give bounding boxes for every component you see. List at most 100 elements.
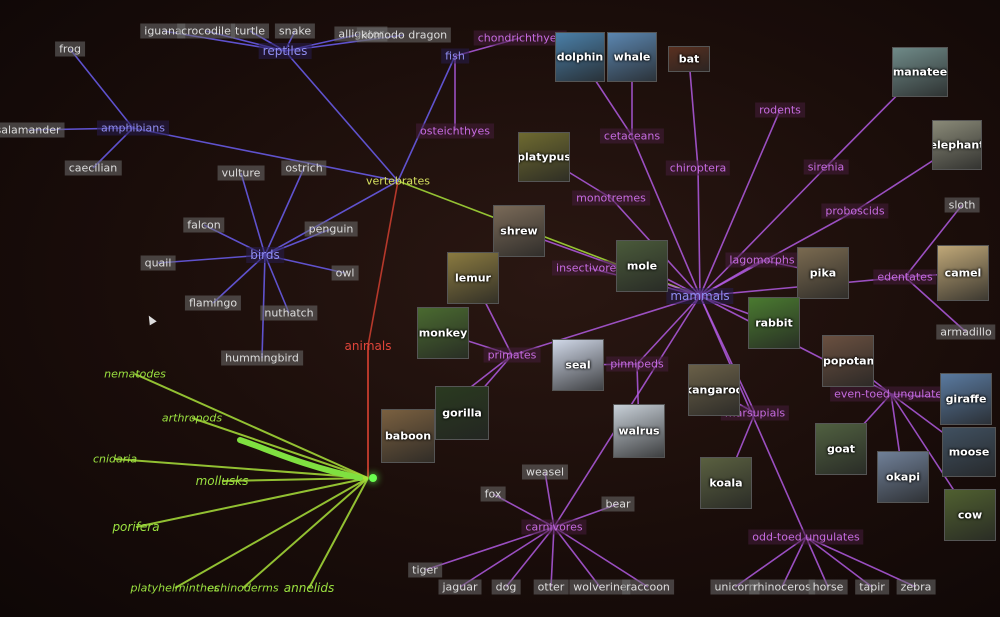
link-odd_toed-horse xyxy=(805,536,829,588)
komodo-node[interactable]: komodo dragon xyxy=(356,27,452,43)
shrew-photo-node[interactable]: shrew xyxy=(493,205,545,257)
amphibians-node[interactable]: amphibians xyxy=(97,120,169,136)
tapir-node[interactable]: tapir xyxy=(855,579,889,595)
baboon-photo-node[interactable]: baboon xyxy=(381,409,435,463)
giraffe-photo-node[interactable]: giraffe xyxy=(940,373,992,425)
turtle-node[interactable]: turtle xyxy=(231,23,269,39)
link-odd_toed-unicorn xyxy=(734,536,807,588)
moose-photo-node[interactable]: moose xyxy=(942,427,996,477)
link-root-arthropods xyxy=(191,417,369,479)
whale-label: whale xyxy=(613,50,651,64)
animals-node[interactable]: animals xyxy=(344,339,392,353)
lagomorphs-node[interactable]: lagomorphs xyxy=(725,252,799,268)
nematodes-node[interactable]: nematodes xyxy=(104,367,166,381)
elephant-photo-node[interactable]: elephant xyxy=(932,120,982,170)
jaguar-node[interactable]: jaguar xyxy=(438,579,482,595)
chondrichthyes-node[interactable]: chondrichthyes xyxy=(473,30,567,46)
vertebrates-node[interactable]: vertebrates xyxy=(366,174,430,188)
osteichthyes-node[interactable]: osteichthyes xyxy=(416,123,494,139)
sirenia-node[interactable]: sirenia xyxy=(803,159,849,175)
frog-node[interactable]: frog xyxy=(55,41,85,57)
platyhelminthes-node[interactable]: platyhelminthes xyxy=(130,581,220,595)
armadillo-node[interactable]: armadillo xyxy=(936,324,996,340)
cnidaria-node[interactable]: cnidaria xyxy=(92,452,138,466)
otter-node[interactable]: otter xyxy=(533,579,569,595)
kangaroo-photo-node[interactable]: kangaroo xyxy=(688,364,740,416)
raccoon-node[interactable]: raccoon xyxy=(622,579,674,595)
dolphin-photo-node[interactable]: dolphin xyxy=(555,32,605,82)
monkey-photo-node[interactable]: monkey xyxy=(417,307,469,359)
walrus-photo-node[interactable]: walrus xyxy=(613,404,665,458)
link-odd_toed-rhinoceros xyxy=(781,536,807,588)
quail-node[interactable]: quail xyxy=(140,255,176,271)
owl-node[interactable]: owl xyxy=(331,265,359,281)
caecilian-node[interactable]: caecilian xyxy=(64,160,122,176)
arthropods-node[interactable]: arthropods xyxy=(161,411,223,425)
link-birds-nuthatch xyxy=(264,254,290,314)
link-mammals-rodents xyxy=(699,109,781,297)
link-odd_toed-tapir xyxy=(805,536,873,588)
platypus-photo-node[interactable]: platypus xyxy=(518,132,570,182)
pinnipeds-node[interactable]: pinnipeds xyxy=(606,356,668,372)
monotremes-node[interactable]: monotremes xyxy=(572,190,650,206)
proboscids-node[interactable]: proboscids xyxy=(821,203,889,219)
sloth-node[interactable]: sloth xyxy=(944,197,980,213)
even_toed-node[interactable]: even-toed ungulates xyxy=(830,386,952,402)
penguin-node[interactable]: penguin xyxy=(304,221,358,237)
snake-node[interactable]: snake xyxy=(274,23,316,39)
dog-node[interactable]: dog xyxy=(491,579,521,595)
chiroptera-node[interactable]: chiroptera xyxy=(665,160,731,176)
fox-node[interactable]: fox xyxy=(480,486,506,502)
elephant-label: elephant xyxy=(932,138,982,152)
zebra-node[interactable]: zebra xyxy=(896,579,936,595)
rhinoceros-node[interactable]: rhinoceros xyxy=(749,579,815,595)
weasel-node[interactable]: weasel xyxy=(521,464,569,480)
reptiles-node[interactable]: reptiles xyxy=(258,43,312,59)
mole-photo-node[interactable]: mole xyxy=(616,240,668,292)
fish-node[interactable]: fish xyxy=(441,48,469,64)
cetaceans-node[interactable]: cetaceans xyxy=(599,128,665,144)
gorilla-photo-node[interactable]: gorilla xyxy=(435,386,489,440)
horse-node[interactable]: horse xyxy=(808,579,848,595)
hummingbird-node[interactable]: hummingbird xyxy=(221,350,303,366)
cow-photo-node[interactable]: cow xyxy=(944,489,996,541)
camel-photo-node[interactable]: camel xyxy=(937,245,989,301)
okapi-photo-node[interactable]: okapi xyxy=(877,451,929,503)
root-node-dot[interactable] xyxy=(369,474,377,482)
annelids-node[interactable]: annelids xyxy=(283,581,335,595)
mammals-node[interactable]: mammals xyxy=(666,288,734,304)
lemur-photo-node[interactable]: lemur xyxy=(447,252,499,304)
pika-photo-node[interactable]: pika xyxy=(797,247,849,299)
nuthatch-node[interactable]: nuthatch xyxy=(260,305,318,321)
carnivores-node[interactable]: carnivores xyxy=(521,519,587,535)
vulture-node[interactable]: vulture xyxy=(217,165,265,181)
insectivores-node[interactable]: insectivores xyxy=(552,260,626,276)
edentates-node[interactable]: edentates xyxy=(873,269,937,285)
rodents-node[interactable]: rodents xyxy=(755,102,805,118)
iguana-node[interactable]: iguana xyxy=(140,23,186,39)
tiger-node[interactable]: tiger xyxy=(408,562,442,578)
unicorn-node[interactable]: unicorn xyxy=(710,579,760,595)
wolverine-node[interactable]: wolverine xyxy=(569,579,631,595)
porifera-node[interactable]: porifera xyxy=(112,520,160,534)
manatee-photo-node[interactable]: manatee xyxy=(892,47,948,97)
mollusks-node[interactable]: mollusks xyxy=(195,474,249,488)
odd_toed-node[interactable]: odd-toed ungulates xyxy=(748,529,864,545)
bat-photo-node[interactable]: bat xyxy=(668,46,710,72)
highlight-stroke xyxy=(237,437,363,481)
crocodile-node[interactable]: crocodile xyxy=(177,23,235,39)
echinoderms-node[interactable]: echinoderms xyxy=(207,581,279,595)
koala-photo-node[interactable]: koala xyxy=(700,457,752,509)
hippopotamus-photo-node[interactable]: hippopotamus xyxy=(822,335,874,387)
bear-node[interactable]: bear xyxy=(601,496,635,512)
goat-photo-node[interactable]: goat xyxy=(815,423,867,475)
birds-node[interactable]: birds xyxy=(246,247,284,263)
ostrich-node[interactable]: ostrich xyxy=(281,160,327,176)
whale-photo-node[interactable]: whale xyxy=(607,32,657,82)
flamingo-node[interactable]: flamingo xyxy=(184,295,242,311)
falcon-node[interactable]: falcon xyxy=(183,217,225,233)
salamander-node[interactable]: salamander xyxy=(0,122,65,138)
seal-photo-node[interactable]: seal xyxy=(552,339,604,391)
rabbit-photo-node[interactable]: rabbit xyxy=(748,297,800,349)
primates-node[interactable]: primates xyxy=(483,347,541,363)
